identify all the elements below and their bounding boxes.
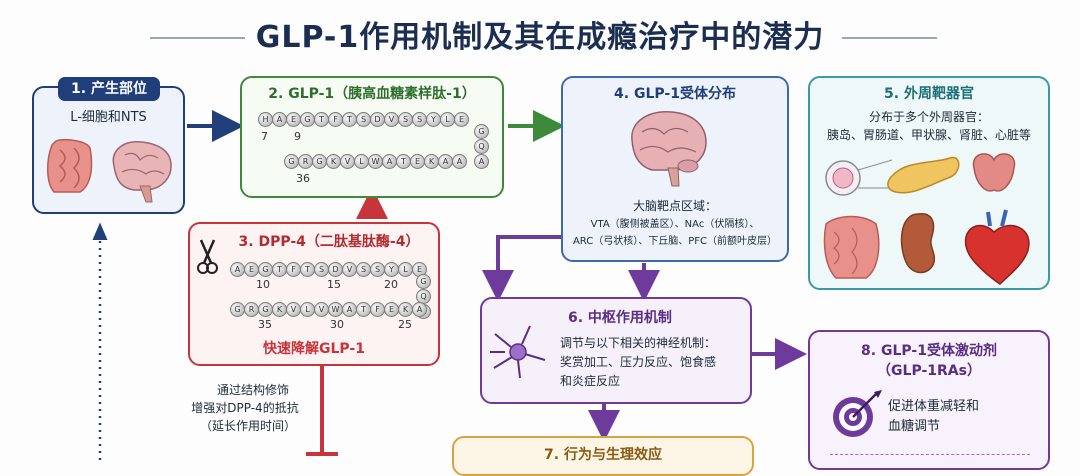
amino-acid-bead: R [244, 302, 259, 317]
amino-acid-bead: G [230, 302, 245, 317]
scissors-icon [197, 239, 218, 274]
amino-acid-bead: E [454, 112, 469, 127]
dpp4-label-20: 20 [384, 278, 398, 291]
amino-acid-bead: S [370, 262, 385, 277]
title-rule-right [842, 37, 937, 39]
arrow-4-to-6-left [482, 235, 561, 302]
box4-header: 4. GLP-1受体分布 [614, 86, 736, 102]
box5-line2: 胰岛、胃肠道、甲状腺、肾脏、心脏等 [826, 128, 1031, 142]
amino-acid-bead: F [370, 302, 385, 317]
dpp4-label-30: 30 [330, 318, 344, 331]
brain-sagittal-icon [631, 111, 707, 187]
amino-acid-bead: A [438, 154, 453, 169]
box3-header: 3. DPP-4（二肽基肽酶-4） [238, 234, 420, 250]
box4-line1: VTA（腹侧被盖区）、NAc（伏隔核）、 [590, 219, 760, 230]
pancreas-icon [887, 156, 960, 194]
amino-acid-bead: V [340, 154, 355, 169]
box5-header: 5. 外周靶器官 [884, 86, 974, 102]
colon-icon [823, 215, 880, 279]
box6-header: 6. 中枢作用机制 [568, 310, 672, 326]
intestine-icon [47, 138, 93, 193]
dpp4-label-15: 15 [327, 278, 341, 291]
box6-line3: 和炎症反应 [560, 374, 621, 388]
box7-header: 7. 行为与生理效应 [544, 447, 662, 463]
thyroid-icon [972, 153, 1016, 192]
box6-line1: 调节与以下相关的神经机制： [560, 336, 717, 350]
amino-acid-bead: G [258, 302, 273, 317]
amino-acid-bead: G [474, 124, 489, 139]
title-rule-left [150, 37, 245, 39]
amino-acid-bead: A [452, 154, 467, 169]
note-line2: 增强对DPP-4的抵抗 [191, 401, 299, 415]
box-dpp4 [188, 222, 440, 366]
amino-acid-bead: Q [474, 139, 489, 154]
page-title: GLP-1作用机制及其在成瘾治疗中的潜力 [255, 20, 825, 55]
box8-header: 8. GLP-1受体激动剂 [861, 343, 997, 359]
amino-acid-bead: G [300, 112, 315, 127]
neuron-icon [490, 325, 546, 379]
box8-divider [830, 454, 1030, 455]
amino-acid-bead: A [474, 154, 489, 169]
dpp4-label-25: 25 [398, 318, 412, 331]
dpp4-label-35: 35 [258, 318, 272, 331]
heart-icon [964, 224, 1030, 285]
box8-line2: 血糖调节 [888, 419, 941, 434]
amino-acid-bead: G [312, 154, 327, 169]
box8-subheader: （GLP-1RAs） [877, 363, 981, 379]
brain-icon [112, 141, 172, 203]
target-icon [833, 390, 882, 437]
box3-footer: 快速降解GLP-1 [263, 341, 365, 357]
kidney-icon [900, 213, 936, 274]
amino-acid-bead: A [412, 302, 427, 317]
amino-acid-bead: T [272, 262, 287, 277]
peripheral-organ-icons [823, 153, 1030, 285]
dpp4-label-10: 10 [256, 278, 270, 291]
box-glp1 [240, 76, 504, 198]
box1-header: 1. 产生部位 [58, 77, 160, 101]
glp1-label-9: 9 [294, 130, 301, 143]
box8-line1: 促进体重减轻和 [888, 399, 980, 414]
note-line1: 通过结构修饰 [216, 383, 289, 397]
pancreatic-islet-icon [825, 159, 893, 196]
amino-acid-bead: Y [384, 262, 399, 277]
box1-subtitle: L-细胞和NTS [70, 110, 147, 125]
glp1-label-36: 36 [296, 172, 310, 185]
note-line3: （延长作用时间） [199, 419, 296, 433]
box4-subtitle: 大脑靶点区域： [632, 199, 717, 213]
box2-header: 2. GLP-1（胰高血糖素样肽-1） [268, 86, 476, 102]
amino-acid-bead: G [416, 274, 431, 289]
box4-line2: ARC（弓状核）、下丘脑、PFC（前额叶皮层） [572, 236, 778, 247]
glp1-label-7: 7 [261, 130, 268, 143]
connector-arrows [92, 110, 807, 460]
box6-line2: 奖赏加工、压力反应、饱食感 [560, 355, 717, 369]
amino-acid-bead: D [328, 262, 343, 277]
amino-acid-bead: G [258, 262, 273, 277]
box5-line1: 分布于多个外周器官： [868, 110, 989, 124]
